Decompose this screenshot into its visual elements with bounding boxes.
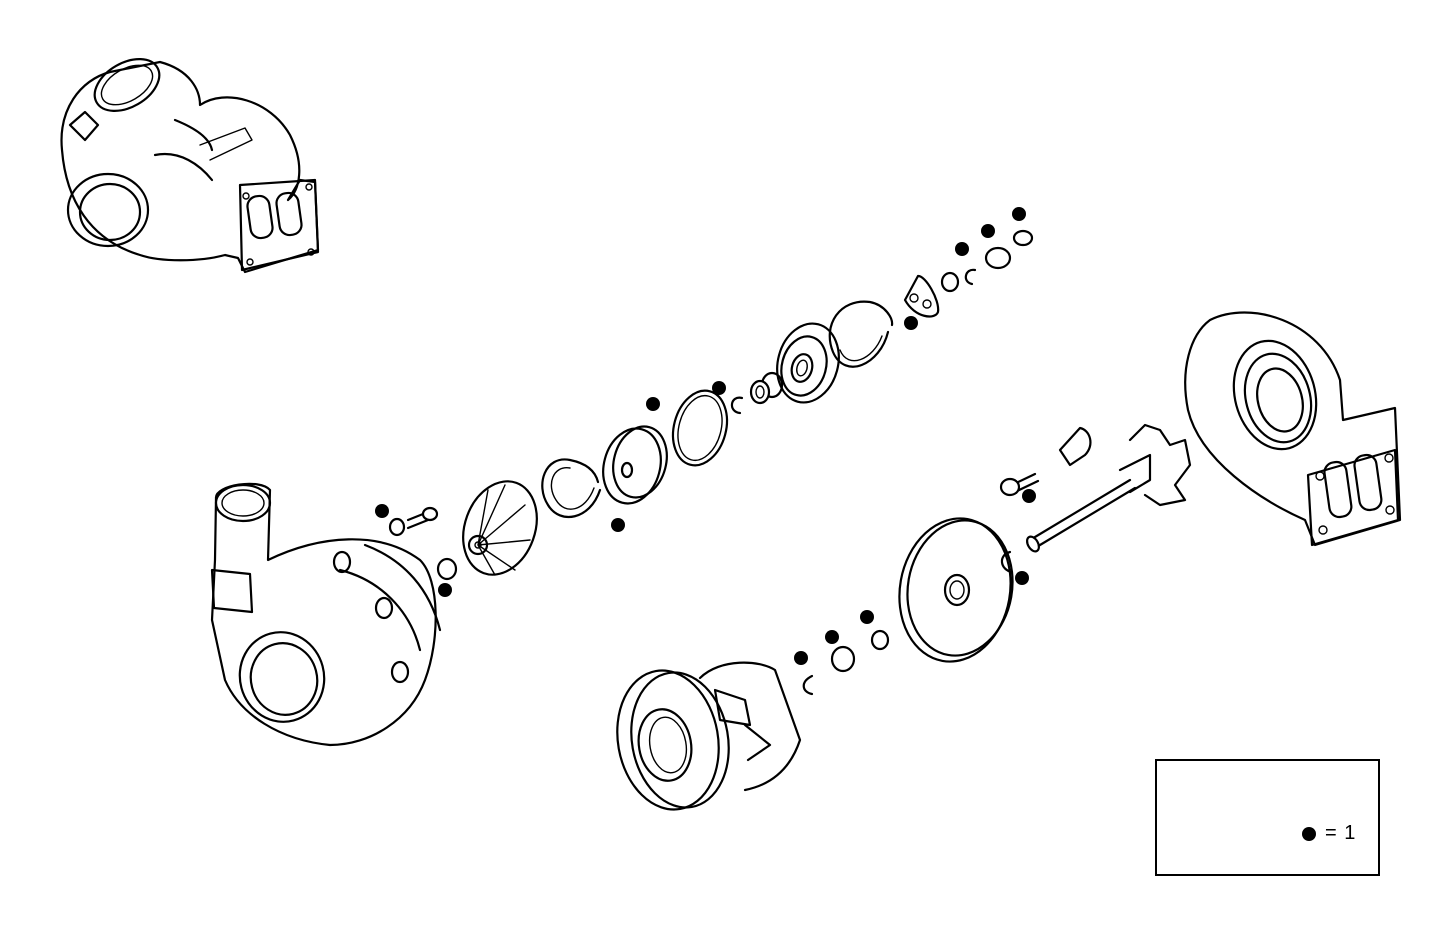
kit-dot bbox=[646, 397, 660, 411]
kit-dot bbox=[981, 224, 995, 238]
large-snap-ring bbox=[828, 300, 894, 368]
clip-small bbox=[964, 268, 977, 286]
turbine-shaft-wheel bbox=[1026, 423, 1192, 553]
compressor-housing bbox=[210, 482, 442, 747]
kit-dot bbox=[955, 242, 969, 256]
kit-dot bbox=[794, 651, 808, 665]
assembled-turbocharger bbox=[60, 58, 320, 274]
bush-small bbox=[940, 271, 960, 293]
thrust-bearing bbox=[776, 322, 840, 404]
heat-shield bbox=[898, 517, 1014, 663]
legend-quantity-text: = 1 bbox=[1325, 822, 1357, 844]
piston-ring bbox=[1000, 550, 1014, 574]
thrust-plate bbox=[903, 274, 940, 318]
turbine-housing bbox=[1184, 311, 1402, 547]
kit-markers bbox=[375, 207, 1036, 665]
thrust-bush bbox=[749, 371, 784, 405]
compressor-bolt bbox=[388, 506, 439, 537]
spacer-small bbox=[1012, 229, 1034, 247]
kit-dot bbox=[375, 504, 389, 518]
c-clip bbox=[730, 396, 744, 415]
legend-dot-icon bbox=[1302, 827, 1316, 841]
compressor-nut bbox=[436, 557, 458, 581]
kit-dot bbox=[1022, 489, 1036, 503]
kit-dot bbox=[712, 381, 726, 395]
snap-ring-small-1 bbox=[802, 674, 814, 696]
clamp-plate bbox=[1058, 426, 1092, 467]
kit-dot bbox=[1012, 207, 1026, 221]
compressor-wheel bbox=[462, 480, 538, 576]
o-ring bbox=[671, 389, 729, 467]
snap-ring bbox=[541, 458, 602, 519]
seal-ring-small bbox=[984, 246, 1012, 270]
kit-dot bbox=[825, 630, 839, 644]
oil-seal-plate bbox=[602, 425, 668, 505]
snap-ring-small-2 bbox=[870, 629, 890, 651]
kit-dot bbox=[904, 316, 918, 330]
bearing-housing bbox=[616, 661, 802, 811]
kit-dot bbox=[438, 583, 452, 597]
journal-bearing bbox=[830, 645, 856, 673]
turbine-bolt bbox=[999, 472, 1040, 497]
kit-dot bbox=[1015, 571, 1029, 585]
legend-box bbox=[1155, 759, 1380, 876]
kit-dot bbox=[611, 518, 625, 532]
kit-dot bbox=[860, 610, 874, 624]
